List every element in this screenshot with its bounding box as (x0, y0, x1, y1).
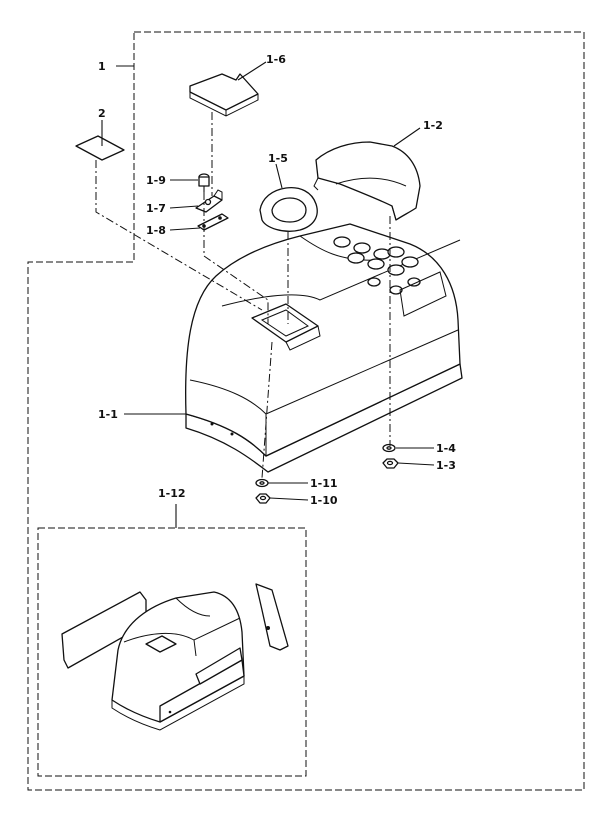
assembly-boundary (27, 31, 585, 791)
nut-left (255, 493, 271, 504)
label-cowl: 1-1 (98, 408, 118, 421)
hatch-plate (189, 73, 259, 117)
graphics-kit-boundary (37, 527, 307, 777)
label-assembly: 1 (98, 60, 106, 73)
screw (198, 173, 210, 192)
label-washer: 1-4 (436, 442, 456, 455)
washer-right (382, 443, 396, 453)
clip (195, 189, 223, 213)
leader-lines (101, 61, 435, 528)
engine-cowl (185, 223, 463, 473)
part-labels: 1 2 1-6 1-2 1-5 1-9 1-7 1-8 1-1 1-4 1-3 … (98, 53, 456, 507)
label-grommet: 1-5 (268, 152, 288, 165)
label-nut: 1-3 (436, 459, 456, 472)
label-decal: 2 (98, 107, 106, 120)
nut-right (382, 458, 399, 469)
washer-left (255, 478, 269, 488)
label-nut-small: 1-10 (310, 494, 338, 507)
top-cover (313, 141, 421, 221)
assembly-centerlines (95, 112, 391, 479)
label-screw: 1-9 (146, 174, 166, 187)
label-graphics-kit: 1-12 (158, 487, 186, 500)
label-washer-small: 1-11 (310, 477, 338, 490)
label-cover: 1-2 (423, 119, 443, 132)
bracket (197, 213, 229, 231)
label-plate: 1-6 (266, 53, 286, 66)
label-clip: 1-7 (146, 202, 166, 215)
decal (75, 135, 125, 161)
label-bracket: 1-8 (146, 224, 166, 237)
grommet (259, 186, 318, 232)
graphics-kit-illustration (61, 583, 289, 731)
